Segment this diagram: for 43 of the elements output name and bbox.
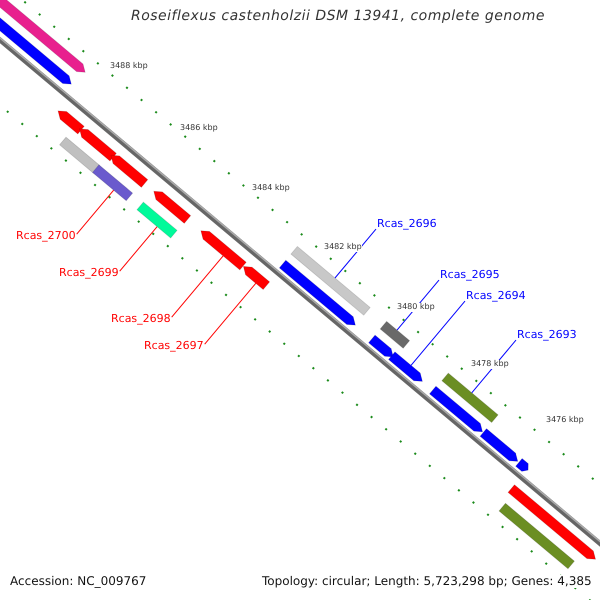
gene-block bbox=[78, 128, 117, 162]
gene-label: Rcas_2697 bbox=[144, 340, 204, 352]
gene-block bbox=[92, 164, 134, 202]
gene-block bbox=[368, 334, 394, 358]
gene-block bbox=[428, 386, 484, 432]
gene-block bbox=[441, 372, 499, 424]
gene-block bbox=[388, 351, 423, 382]
scale-label: 3476 kbp bbox=[546, 416, 584, 425]
scale-label: 3484 kbp bbox=[252, 184, 290, 193]
gene-block bbox=[200, 230, 247, 270]
scale-label: 3480 kbp bbox=[397, 303, 435, 312]
gene-label: Rcas_2693 bbox=[517, 329, 577, 342]
gene-block bbox=[136, 202, 178, 239]
leader-line bbox=[334, 228, 376, 278]
scale-label: 3478 kbp bbox=[471, 360, 509, 369]
gene-label: Rcas_2695 bbox=[440, 269, 500, 282]
leader-line bbox=[410, 300, 466, 366]
leader-line bbox=[204, 282, 256, 345]
map-title: Roseiflexus castenholzii DSM 13941, complete genome bbox=[130, 9, 546, 24]
accession-text: Accession: NC_009767 bbox=[10, 575, 146, 588]
gene-label: Rcas_2694 bbox=[466, 290, 526, 302]
gene-block bbox=[242, 266, 270, 290]
gene-block bbox=[110, 154, 148, 188]
gene-label: Rcas_2699 bbox=[59, 267, 119, 280]
gene-block bbox=[59, 136, 100, 174]
gene-block bbox=[480, 428, 518, 462]
genome-summary-text: Topology: circular; Length: 5,723,298 bp; Genes: 4,385 bbox=[262, 575, 592, 588]
scale-label: 3488 kbp bbox=[110, 62, 148, 71]
gene-block bbox=[508, 484, 596, 560]
leader-line bbox=[76, 190, 114, 235]
gene-block bbox=[0, 0, 86, 73]
gene-block bbox=[515, 458, 529, 472]
scale-label: 3482 kbp bbox=[324, 243, 362, 252]
leader-line bbox=[171, 255, 224, 318]
scale-label: 3486 kbp bbox=[180, 124, 218, 133]
gene-label: Rcas_2698 bbox=[111, 313, 171, 326]
gene-label: Rcas_2696 bbox=[377, 218, 437, 230]
gene-block bbox=[380, 320, 410, 349]
gene-block bbox=[278, 260, 356, 326]
gene-label: Rcas_2700 bbox=[16, 230, 76, 242]
gene-block bbox=[153, 190, 192, 224]
gene-block bbox=[498, 502, 575, 570]
leader-line bbox=[119, 226, 158, 272]
